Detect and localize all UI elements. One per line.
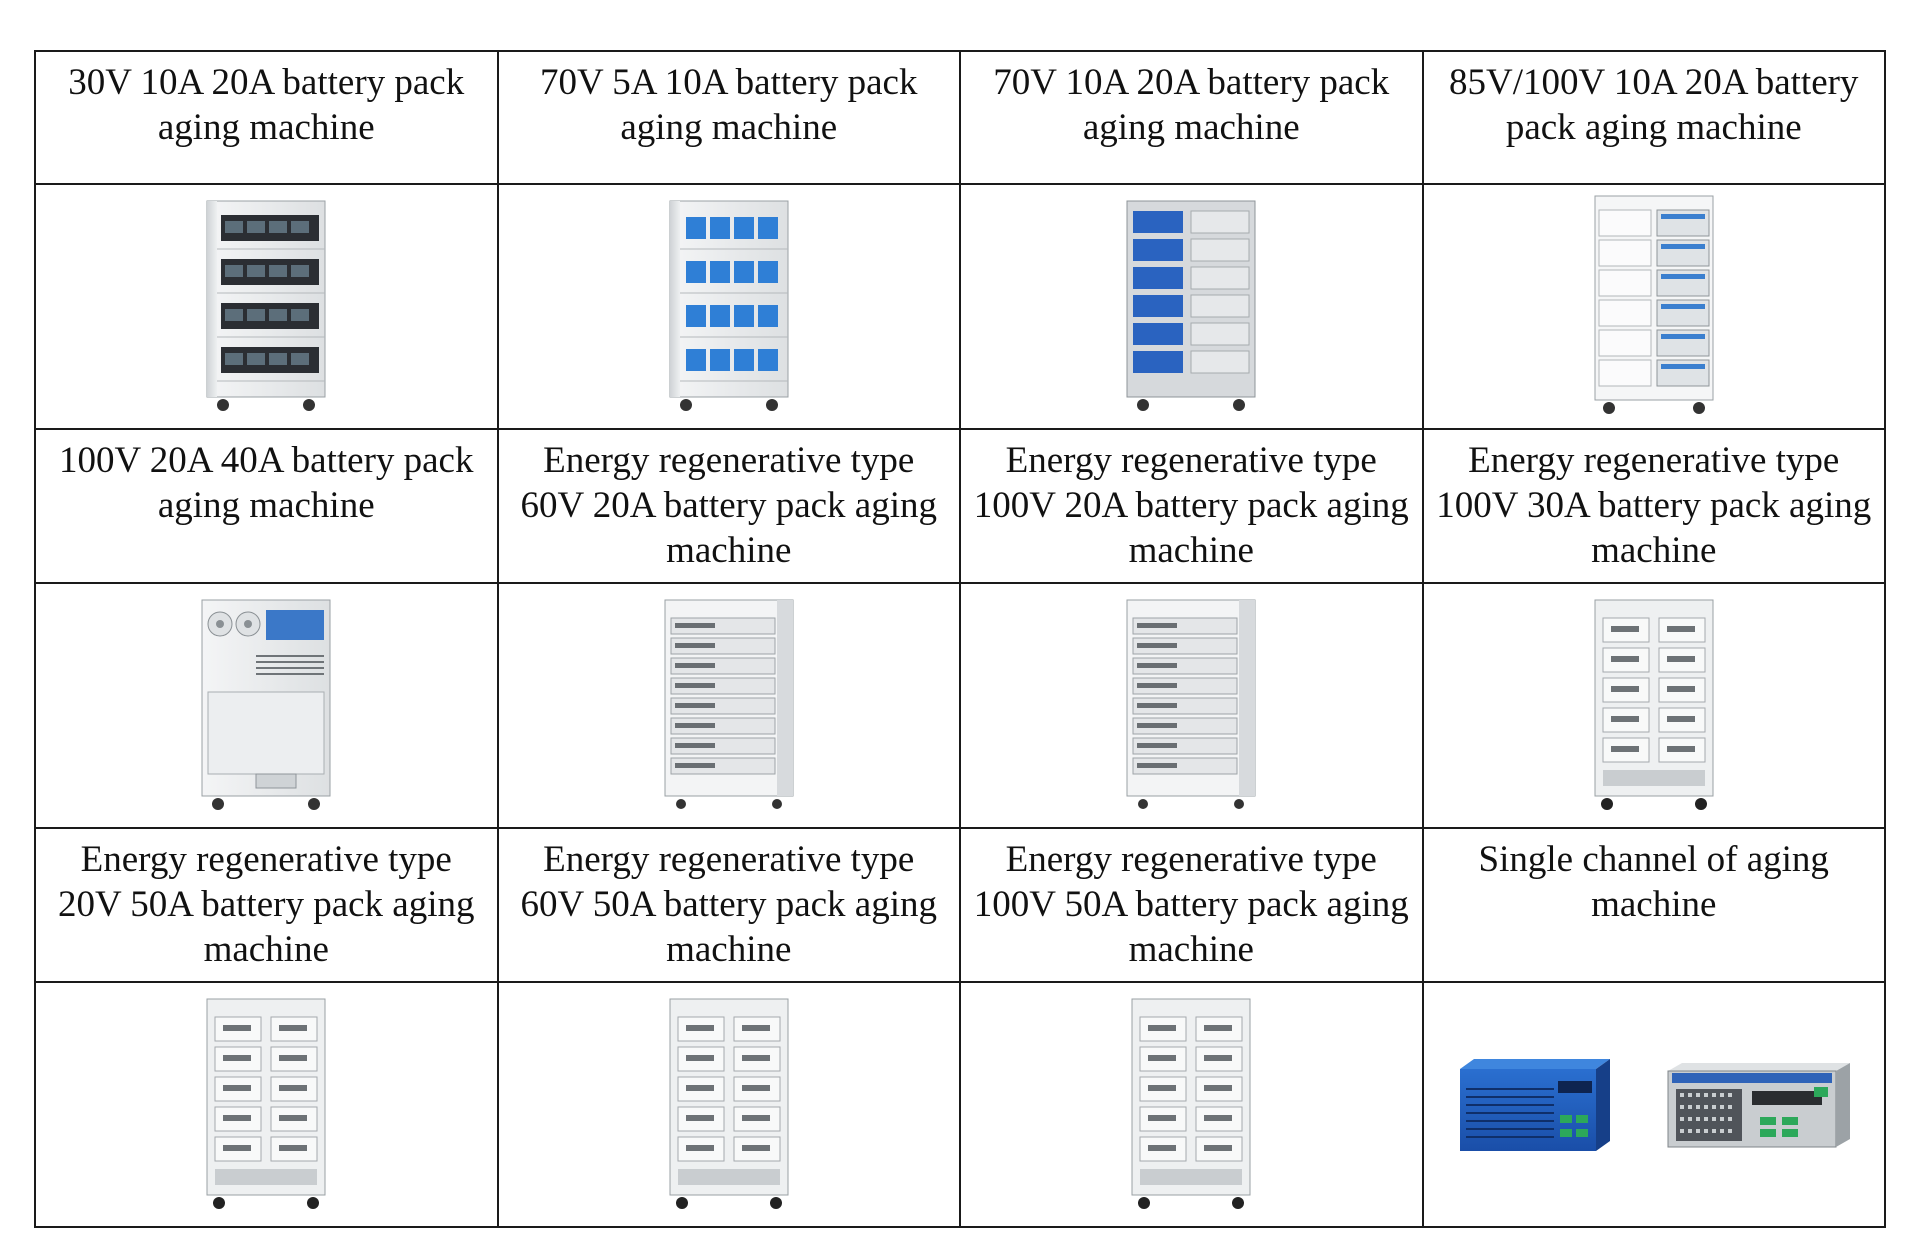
product-label: 100V 20A 40A battery pack aging machine xyxy=(59,440,474,526)
product-label: Energy regenerative type 100V 30A batter… xyxy=(1436,440,1872,571)
product-label-cell: Energy regenerative type 100V 20A batter… xyxy=(959,428,1424,584)
product-label: Single channel of aging machine xyxy=(1478,839,1829,925)
product-label: Energy regenerative type 60V 50A battery… xyxy=(520,839,937,970)
product-label-cell: 85V/100V 10A 20A battery pack aging mach… xyxy=(1421,50,1886,185)
product-image-cell xyxy=(959,183,1424,430)
product-image-cell xyxy=(1421,183,1886,430)
product-label: Energy regenerative type 100V 50A batter… xyxy=(973,839,1409,970)
product-table: 30V 10A 20A battery pack aging machine 7… xyxy=(34,50,1886,1228)
locker-cabinet-icon xyxy=(669,998,789,1209)
product-label-cell: 100V 20A 40A battery pack aging machine xyxy=(34,428,499,584)
product-label-cell: 70V 5A 10A battery pack aging machine xyxy=(496,50,961,185)
product-image-cell xyxy=(496,183,961,430)
blue-unit-icon xyxy=(1459,1058,1610,1151)
product-label-cell: Energy regenerative type 20V 50A battery… xyxy=(34,827,499,983)
product-image-cell xyxy=(959,582,1424,829)
cabinet-dark-panels-icon xyxy=(206,200,326,411)
cabinet-white-drawers-icon xyxy=(1594,195,1714,414)
cabinet-blue-panels-icon xyxy=(669,200,789,411)
product-image-cell xyxy=(34,183,499,430)
product-label-cell: Single channel of aging machine xyxy=(1421,827,1886,983)
product-image-cell xyxy=(1421,582,1886,829)
product-label-cell: Energy regenerative type 100V 50A batter… xyxy=(959,827,1424,983)
product-label-cell: 30V 10A 20A battery pack aging machine xyxy=(34,50,499,185)
locker-cabinet-icon xyxy=(1131,998,1251,1209)
product-image-cell xyxy=(34,981,499,1228)
product-label-cell: Energy regenerative type 100V 30A batter… xyxy=(1421,428,1886,584)
product-label: 30V 10A 20A battery pack aging machine xyxy=(68,62,465,148)
product-image-cell xyxy=(1421,981,1886,1228)
product-label: Energy regenerative type 20V 50A battery… xyxy=(57,839,475,970)
single-channel-units-icon xyxy=(1424,1055,1885,1155)
product-label-cell: Energy regenerative type 60V 20A battery… xyxy=(496,428,961,584)
locker-cabinet-icon xyxy=(206,998,326,1209)
product-label: Energy regenerative type 100V 20A batter… xyxy=(973,440,1409,571)
rack-cabinet-icon xyxy=(664,599,794,809)
product-image-cell xyxy=(496,981,961,1228)
rack-cabinet-icon xyxy=(1126,599,1256,809)
product-label-cell: 70V 10A 20A battery pack aging machine xyxy=(959,50,1424,185)
product-image-cell xyxy=(959,981,1424,1228)
locker-cabinet-icon xyxy=(1594,599,1714,810)
silver-unit-icon xyxy=(1667,1062,1850,1147)
product-image-cell xyxy=(496,582,961,829)
cabinet-gray-drawers-icon xyxy=(1126,200,1256,411)
product-label-cell: Energy regenerative type 60V 50A battery… xyxy=(496,827,961,983)
cabinet-fans-icon xyxy=(201,599,331,810)
product-label: 70V 5A 10A battery pack aging machine xyxy=(540,62,918,148)
product-image-cell xyxy=(34,582,499,829)
product-label: Energy regenerative type 60V 20A battery… xyxy=(520,440,937,571)
product-label: 85V/100V 10A 20A battery pack aging mach… xyxy=(1449,62,1859,148)
product-label: 70V 10A 20A battery pack aging machine xyxy=(993,62,1390,148)
